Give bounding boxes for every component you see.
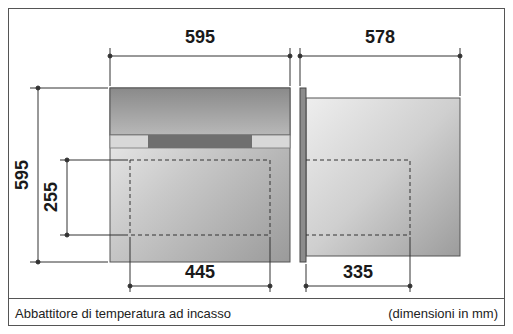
dimension-inner-height: 255	[42, 180, 60, 214]
dimension-depth: 578	[363, 28, 397, 46]
caption-divider	[9, 298, 505, 299]
dimension-lines	[30, 48, 462, 292]
caption: Abbattitore di temperatura ad incasso	[15, 307, 231, 320]
dimension-width: 595	[183, 28, 217, 46]
frame	[9, 9, 505, 326]
front-view	[110, 88, 290, 262]
side-view	[300, 88, 460, 262]
dimension-height: 595	[13, 158, 31, 192]
dimension-inner-width: 445	[183, 263, 217, 281]
units-note: (dimensioni in mm)	[388, 307, 498, 320]
dimension-inner-depth: 335	[341, 263, 375, 281]
